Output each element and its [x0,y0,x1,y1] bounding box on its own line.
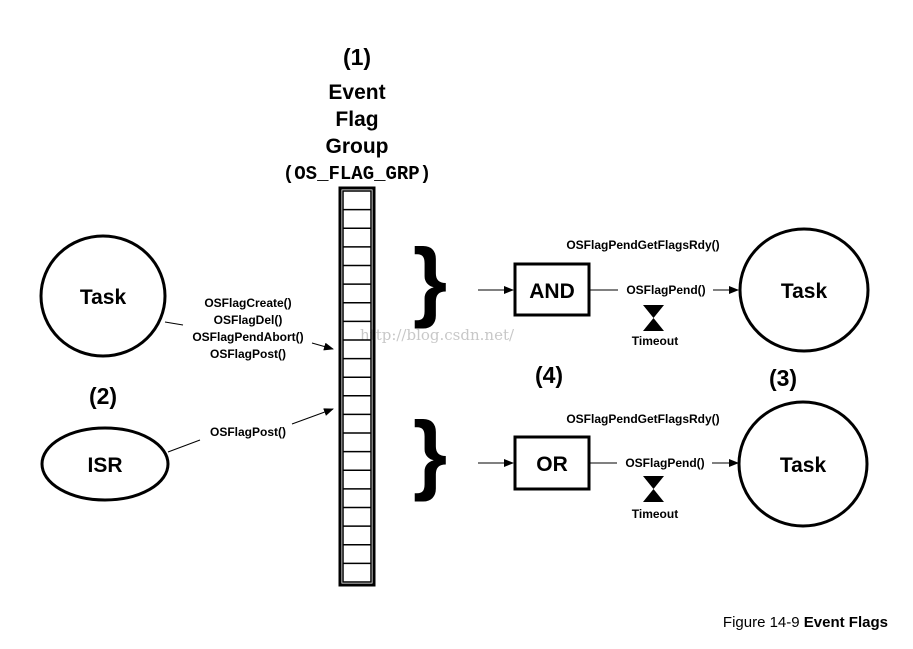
isr-call-arrow [291,408,334,425]
brace-icon: } [413,230,447,329]
and-pend-label: OSFlagPend() [626,283,705,297]
brace-icon: } [413,403,447,502]
group-title-line-3: Group [326,135,389,158]
flag-slots [343,208,371,565]
flag-group-frame [338,186,376,587]
task-left-label: Task [80,286,127,309]
and-gate-label: AND [529,280,575,303]
group-number: (1) [343,44,371,70]
and-getflags-label: OSFlagPendGetFlagsRdy() [566,238,719,252]
or-gate-number: (4) [535,362,563,388]
task-left-circle [39,234,167,358]
hourglass-icon [643,476,664,502]
isr-ellipse [40,426,170,502]
group-struct-name: (OS_FLAG_GRP) [283,163,431,185]
isr-number: (2) [89,383,117,409]
task-call-pend-abort: OSFlagPendAbort() [192,330,303,344]
task-or-label: Task [780,454,827,477]
caption-prefix: Figure 14-9 [723,614,800,631]
hourglass-icon [643,305,664,331]
task-and-circle [738,227,870,353]
isr-call-post: OSFlagPost() [210,425,286,439]
caption-title: Event Flags [804,614,888,631]
or-timeout-label: Timeout [632,507,678,521]
flag-group-inner-frame [342,190,372,583]
isr-to-call-line [167,439,201,453]
isr-label: ISR [87,454,122,477]
task-call-del: OSFlagDel() [214,313,283,327]
task-or-number: (3) [769,365,797,391]
or-gate-label: OR [536,453,568,476]
task-call-post: OSFlagPost() [210,347,286,361]
group-title-line-2: Flag [335,108,378,131]
figure-caption: Figure 14-9 Event Flags [723,614,888,631]
task-to-calls-line [164,321,184,326]
task-or-circle [737,400,869,528]
event-flag-group-column [338,186,376,587]
and-timeout-label: Timeout [632,334,678,348]
task-call-create: OSFlagCreate() [204,296,291,310]
task-calls-arrow [311,342,334,351]
or-pend-label: OSFlagPend() [625,456,704,470]
group-title-line-1: Event [328,81,385,104]
or-getflags-label: OSFlagPendGetFlagsRdy() [566,412,719,426]
task-and-label: Task [781,280,828,303]
watermark-text: http://blog.csdn.net/ [360,326,515,344]
